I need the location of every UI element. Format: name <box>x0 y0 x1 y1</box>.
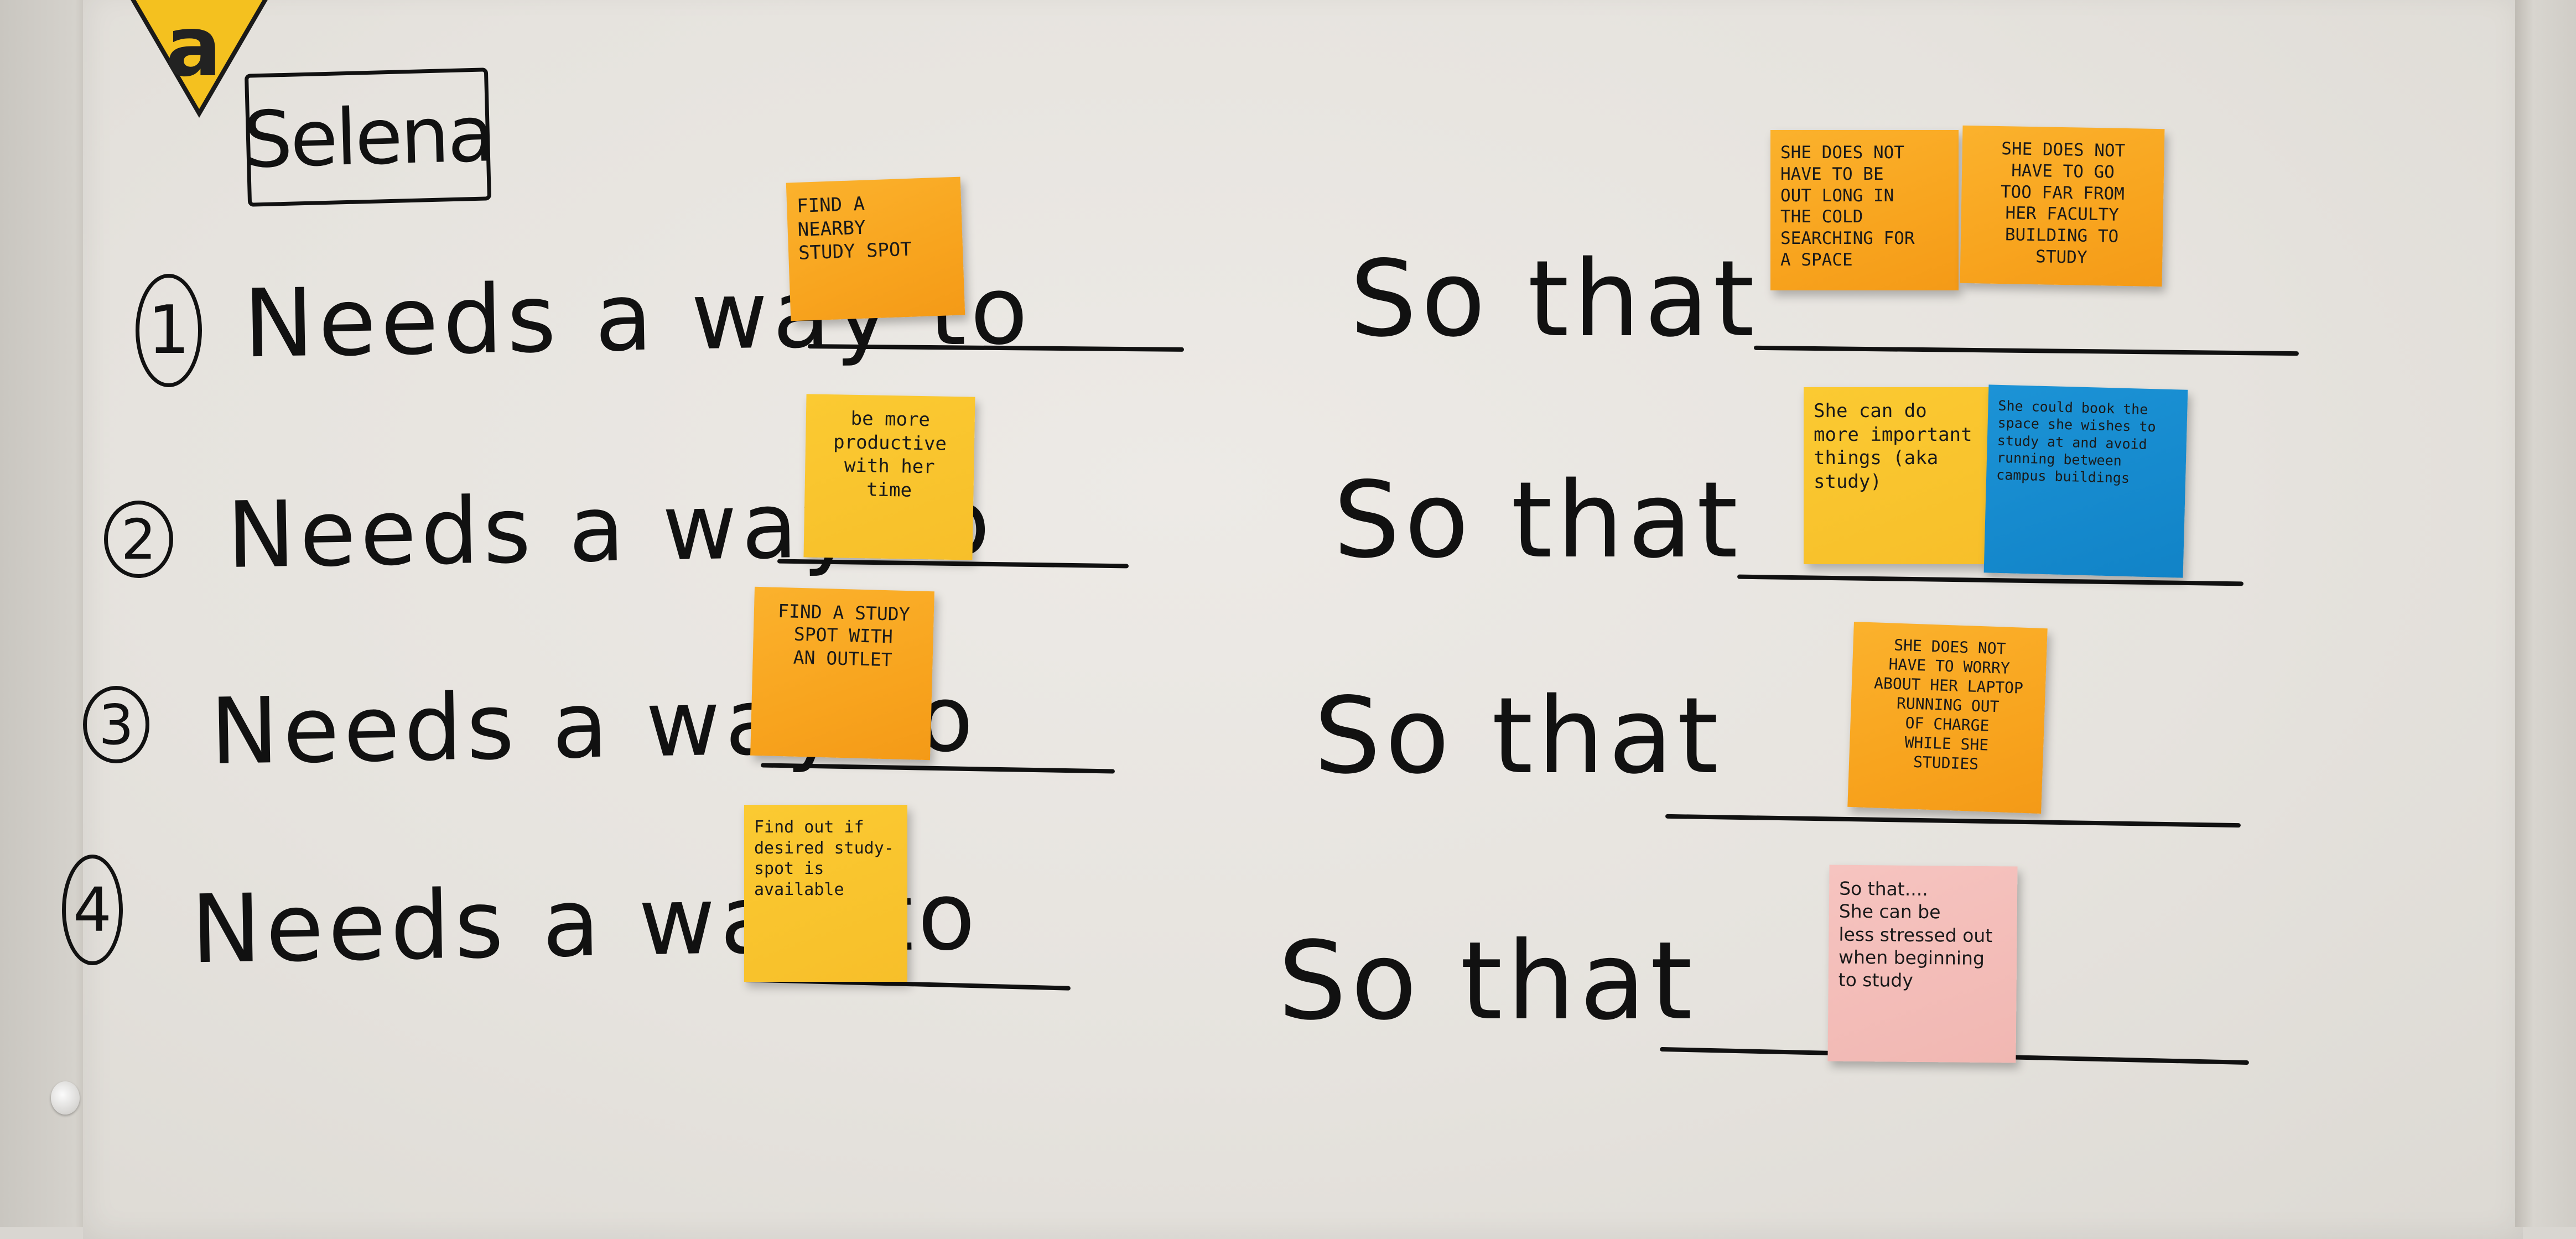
name-box: Selena <box>242 67 494 207</box>
row-number-3: 3 <box>83 686 149 763</box>
wall-right <box>2515 0 2576 1227</box>
so-that-note-1a: SHE DOES NOT HAVE TO BE OUT LONG IN THE … <box>1770 130 1959 290</box>
row-number-2: 2 <box>104 501 173 578</box>
badge-triangle-icon <box>131 0 268 118</box>
needs-note-1: FIND A NEARBY STUDY SPOT <box>786 176 965 321</box>
row-2-so-that-label: So that <box>1333 459 1743 581</box>
row-number-4: 4 <box>62 855 123 965</box>
persona-name: Selena <box>242 88 494 186</box>
wall-pin-icon <box>51 1081 80 1115</box>
row-number-1: 1 <box>136 274 202 387</box>
so-that-note-1b: SHE DOES NOT HAVE TO GO TOO FAR FROM HER… <box>1960 125 2165 287</box>
so-that-note-2a: She can do more important things (aka st… <box>1804 387 1995 564</box>
row-1-so-that-label: So that <box>1350 238 1759 360</box>
row-3-so-that-label: So that <box>1314 675 1723 797</box>
row-4-so-that-label: So that <box>1278 918 1697 1044</box>
so-that-note-2b: She could book the space she wishes to s… <box>1983 384 2188 578</box>
wall-left <box>0 0 94 1227</box>
needs-note-3: FIND A STUDY SPOT WITH AN OUTLET <box>750 586 934 761</box>
badge-letter: a <box>165 0 222 95</box>
so-that-note-4: So that.... She can be less stressed out… <box>1827 865 2018 1063</box>
so-that-note-3: SHE DOES NOT HAVE TO WORRY ABOUT HER LAP… <box>1847 621 2048 814</box>
needs-note-4: Find out if desired study- spot is avail… <box>744 805 907 982</box>
needs-note-2: be more productive with her time <box>803 394 975 560</box>
